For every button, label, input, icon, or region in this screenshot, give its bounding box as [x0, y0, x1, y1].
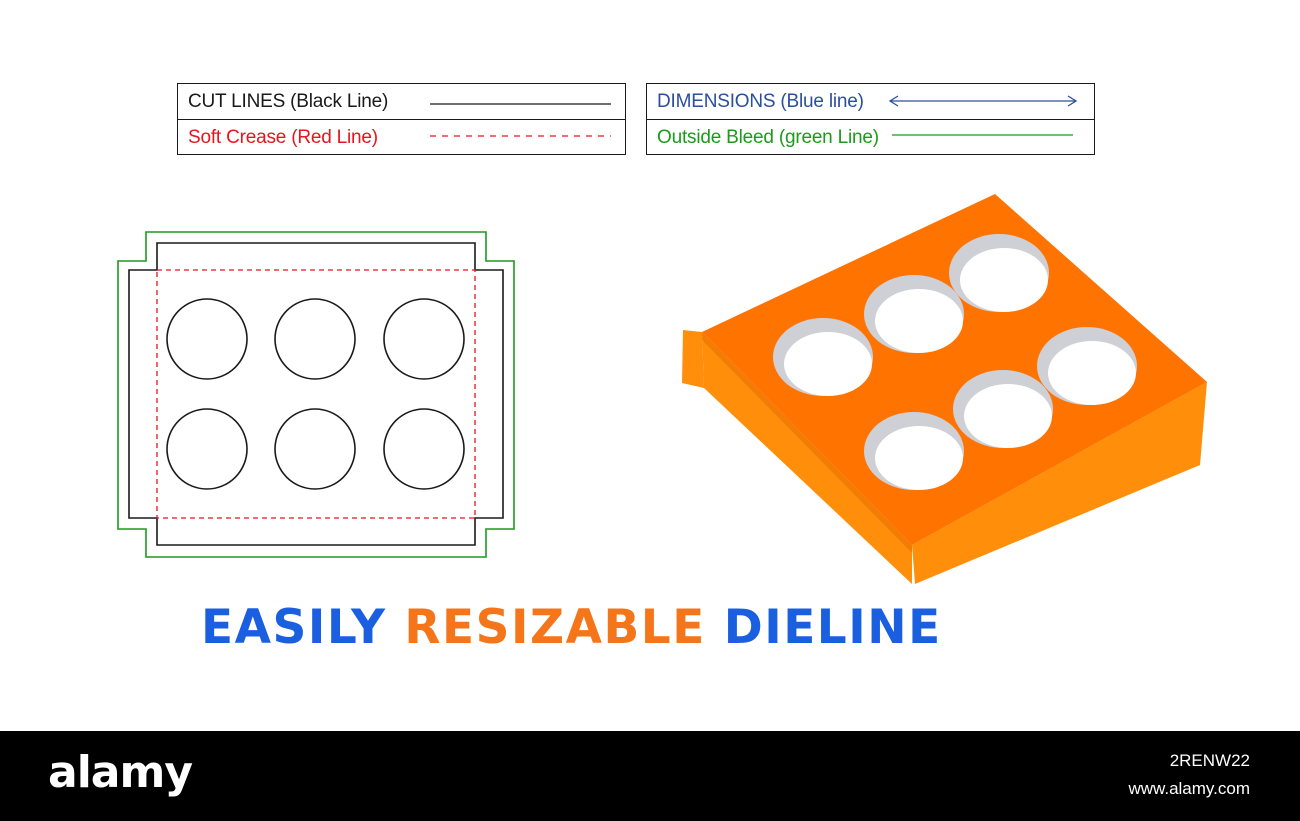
outside-bleed-sample: [892, 134, 1073, 136]
legend-row-soft-crease: Soft Crease (Red Line): [178, 120, 625, 156]
box-hole: [949, 234, 1049, 312]
box-hole: [1037, 327, 1137, 405]
cup-hole-cutout: [274, 298, 356, 380]
alamy-logo: alamy: [48, 747, 193, 798]
image-id: 2RENW22: [1169, 751, 1250, 770]
tagline-word-easily: EASILY: [201, 600, 387, 655]
legend-row-outside-bleed: Outside Bleed (green Line): [647, 120, 1094, 156]
cup-hole-cutout: [166, 408, 248, 490]
cut-lines-label: CUT LINES (Black Line): [188, 90, 389, 112]
box-hole: [864, 412, 964, 490]
crease-outline: [156, 269, 476, 519]
box-left-side: [682, 330, 704, 388]
legend-row-dimensions: DIMENSIONS (Blue line): [647, 84, 1094, 120]
dimension-arrow-sample: [888, 95, 1078, 107]
cup-hole-cutout: [166, 298, 248, 380]
cup-hole-cutout: [274, 408, 356, 490]
legend-row-cut-lines: CUT LINES (Black Line): [178, 84, 625, 120]
legend-box-right: DIMENSIONS (Blue line) Outside Bleed (gr…: [646, 83, 1095, 155]
box-hole: [953, 370, 1053, 448]
tagline: EASILY RESIZABLE DIELINE: [201, 600, 961, 655]
site-url: www.alamy.com: [1128, 779, 1250, 798]
box-hole: [864, 275, 964, 353]
soft-crease-label: Soft Crease (Red Line): [188, 127, 378, 148]
cup-hole-cutout: [383, 408, 465, 490]
dimensions-label: DIMENSIONS (Blue line): [657, 90, 864, 112]
box-hole: [773, 318, 873, 396]
box-front-side: [702, 332, 912, 584]
cup-hole-cutout: [383, 298, 465, 380]
box-3d-render: [682, 194, 1207, 584]
tagline-word-dieline: DIELINE: [723, 600, 942, 655]
flat-dieline: [117, 231, 515, 558]
cut-outline: [128, 242, 504, 546]
stock-watermark-bar: alamy 2RENW22 www.alamy.com: [0, 731, 1300, 821]
box-top-face: [702, 194, 1207, 545]
tagline-word-resizable: RESIZABLE: [404, 600, 706, 655]
legend-box-left: CUT LINES (Black Line) Soft Crease (Red …: [177, 83, 626, 155]
outside-bleed-label: Outside Bleed (green Line): [657, 127, 879, 148]
outside-bleed-outline: [117, 231, 515, 558]
box-right-side: [912, 382, 1207, 584]
dieline-illustration: [117, 194, 1207, 584]
box-front-edge-shade: [702, 332, 912, 553]
cut-line-sample: [430, 103, 611, 105]
